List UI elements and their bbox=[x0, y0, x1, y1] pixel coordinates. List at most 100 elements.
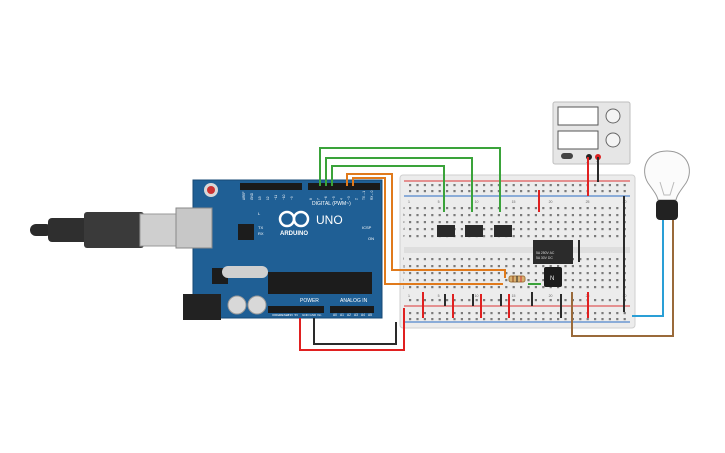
breadboard-hole bbox=[623, 312, 626, 315]
relay: 5A 250V AC 5A 30V DC bbox=[533, 240, 573, 264]
breadboard-hole bbox=[527, 299, 530, 302]
power-pin-label: IOREF bbox=[272, 313, 281, 317]
power-pin-label: GND bbox=[302, 313, 310, 317]
breadboard-hole bbox=[475, 207, 478, 210]
breadboard-hole bbox=[579, 265, 582, 268]
breadboard-hole bbox=[453, 207, 456, 210]
breadboard-hole bbox=[409, 207, 412, 210]
breadboard-hole bbox=[579, 318, 582, 321]
digital-pin-label: 4 bbox=[339, 198, 343, 200]
breadboard-hole bbox=[453, 221, 456, 224]
breadboard-hole bbox=[623, 184, 626, 187]
breadboard-hole bbox=[512, 286, 515, 289]
breadboard-column-number: 15 bbox=[512, 294, 516, 298]
breadboard-hole bbox=[490, 228, 493, 231]
breadboard-hole bbox=[534, 286, 537, 289]
breadboard-hole bbox=[571, 190, 574, 193]
breadboard-hole bbox=[557, 286, 560, 289]
breadboard-row-letter: d bbox=[403, 227, 405, 231]
breadboard-hole bbox=[542, 184, 545, 187]
power-pin-label: 3.3V bbox=[287, 313, 293, 317]
breadboard-hole bbox=[557, 235, 560, 238]
breadboard-hole bbox=[475, 272, 478, 275]
breadboard-hole bbox=[608, 235, 611, 238]
breadboard-hole bbox=[409, 299, 412, 302]
breadboard-hole bbox=[564, 312, 567, 315]
wire-green-2 bbox=[325, 157, 473, 212]
breadboard-hole bbox=[579, 190, 582, 193]
breadboard-hole bbox=[490, 272, 493, 275]
breadboard-hole bbox=[579, 184, 582, 187]
breadboard-hole bbox=[423, 235, 426, 238]
breadboard-hole bbox=[423, 272, 426, 275]
breadboard-hole bbox=[601, 312, 604, 315]
breadboard-hole bbox=[579, 272, 582, 275]
breadboard-hole bbox=[616, 312, 619, 315]
icsp-label: ICSP bbox=[362, 225, 372, 230]
breadboard-hole bbox=[416, 272, 419, 275]
breadboard-hole bbox=[446, 312, 449, 315]
breadboard-hole bbox=[586, 207, 589, 210]
breadboard-hole bbox=[497, 207, 500, 210]
breadboard-hole bbox=[579, 207, 582, 210]
breadboard-hole bbox=[608, 312, 611, 315]
breadboard-hole bbox=[616, 190, 619, 193]
breadboard-hole bbox=[512, 214, 515, 217]
breadboard-hole bbox=[490, 235, 493, 238]
breadboard-hole bbox=[431, 207, 434, 210]
usb-cable bbox=[30, 212, 177, 248]
breadboard-hole bbox=[608, 265, 611, 268]
breadboard-hole bbox=[468, 279, 471, 282]
breadboard-hole bbox=[527, 235, 530, 238]
digital-pin-label: ~9 bbox=[290, 196, 294, 200]
breadboard-hole bbox=[608, 286, 611, 289]
breadboard-hole bbox=[409, 279, 412, 282]
breadboard-hole bbox=[601, 286, 604, 289]
breadboard-hole bbox=[594, 214, 597, 217]
breadboard-hole bbox=[571, 184, 574, 187]
breadboard-hole bbox=[527, 272, 530, 275]
breadboard-hole bbox=[527, 184, 530, 187]
breadboard-hole bbox=[505, 265, 508, 268]
breadboard-hole bbox=[586, 221, 589, 224]
breadboard-hole bbox=[586, 228, 589, 231]
breadboard-hole bbox=[520, 299, 523, 302]
breadboard-hole bbox=[431, 184, 434, 187]
breadboard-hole bbox=[409, 286, 412, 289]
breadboard-hole bbox=[446, 221, 449, 224]
breadboard-hole bbox=[520, 207, 523, 210]
breadboard-hole bbox=[549, 207, 552, 210]
breadboard-hole bbox=[475, 184, 478, 187]
breadboard-hole bbox=[564, 279, 567, 282]
wire-blue-bulb bbox=[632, 220, 664, 317]
breadboard-row-letter: j bbox=[402, 285, 404, 289]
breadboard-hole bbox=[468, 265, 471, 268]
breadboard-hole bbox=[431, 312, 434, 315]
breadboard-hole bbox=[594, 207, 597, 210]
breadboard-hole bbox=[453, 265, 456, 268]
breadboard-hole bbox=[409, 312, 412, 315]
breadboard-hole bbox=[423, 221, 426, 224]
breadboard-hole bbox=[446, 299, 449, 302]
breadboard-hole bbox=[601, 258, 604, 261]
breadboard-hole bbox=[601, 214, 604, 217]
breadboard-hole bbox=[431, 190, 434, 193]
breadboard-hole bbox=[557, 184, 560, 187]
breadboard-hole bbox=[446, 286, 449, 289]
breadboard-hole bbox=[608, 214, 611, 217]
breadboard-hole bbox=[483, 312, 486, 315]
breadboard-hole bbox=[616, 258, 619, 261]
breadboard-hole bbox=[483, 184, 486, 187]
breadboard-hole bbox=[534, 184, 537, 187]
breadboard-hole bbox=[571, 228, 574, 231]
breadboard-hole bbox=[505, 279, 508, 282]
breadboard-hole bbox=[460, 299, 463, 302]
breadboard-hole bbox=[416, 318, 419, 321]
breadboard-hole bbox=[490, 221, 493, 224]
breadboard-hole bbox=[616, 286, 619, 289]
breadboard-hole bbox=[542, 190, 545, 193]
breadboard-hole bbox=[416, 235, 419, 238]
analog-pin-label: A4 bbox=[361, 313, 365, 317]
